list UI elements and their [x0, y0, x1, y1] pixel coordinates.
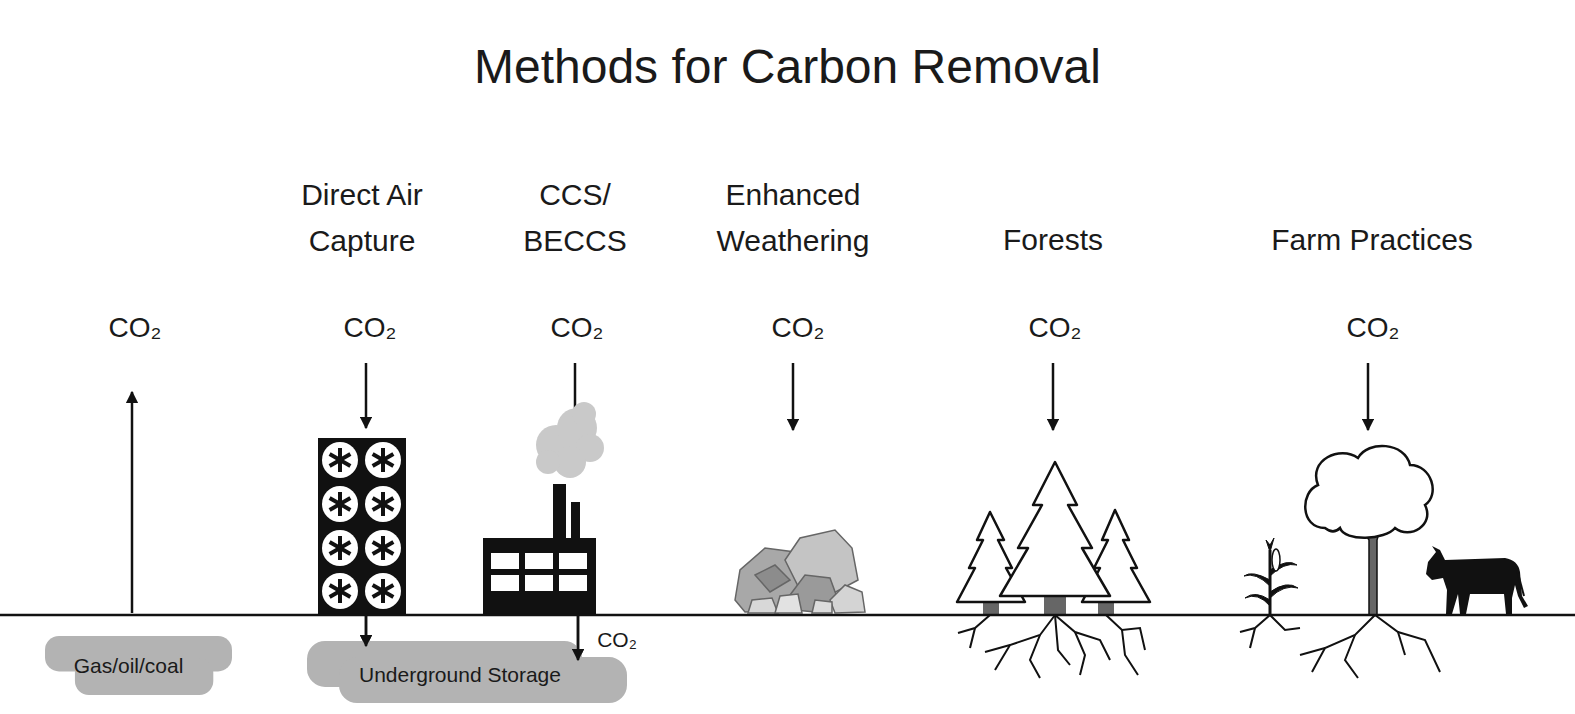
fossil-deposit: Gas/oil/coal — [45, 636, 232, 695]
storage-reservoir: Underground Storage — [307, 641, 627, 703]
co2-label: CO₂ — [1323, 308, 1423, 348]
capture-arrow — [1052, 363, 1055, 430]
flow-arrows — [132, 363, 1368, 613]
ground-line — [0, 614, 1575, 617]
fan-symbol — [322, 530, 358, 566]
roots — [958, 615, 1145, 678]
direct-air-capture-unit — [318, 438, 406, 614]
method-heading: Farm Practices — [1232, 217, 1512, 263]
method-heading: CCS/ BECCS — [515, 172, 635, 264]
fan-symbol — [322, 486, 358, 522]
roots — [1240, 615, 1440, 678]
fan-symbol — [322, 573, 358, 609]
capture-arrow — [1367, 363, 1370, 430]
corn-plant — [1244, 538, 1298, 615]
forest — [957, 462, 1150, 678]
emission-arrow — [131, 392, 134, 613]
capture-arrow — [365, 363, 368, 428]
co2-label: CO₂ — [85, 308, 185, 348]
fan-symbol — [365, 486, 401, 522]
fan-symbol — [365, 530, 401, 566]
capture-arrow — [792, 363, 795, 430]
node-label: Gas/oil/coal — [74, 654, 184, 678]
blob-part — [339, 657, 627, 703]
fan-symbol — [365, 442, 401, 478]
method-heading: Forests — [953, 217, 1153, 263]
co2-label: CO₂ — [587, 626, 647, 654]
diagram-title: Methods for Carbon Removal — [0, 38, 1575, 96]
method-heading: Enhanced Weathering — [698, 172, 888, 264]
co2-label: CO₂ — [748, 308, 848, 348]
smoke-cloud — [536, 402, 604, 478]
farm — [1240, 446, 1528, 678]
co2-label: CO₂ — [1005, 308, 1105, 348]
fan-symbol — [365, 573, 401, 609]
method-heading: Direct Air Capture — [262, 172, 462, 264]
tree-canopy — [1305, 446, 1432, 538]
co2-label: CO₂ — [320, 308, 420, 348]
factory — [483, 402, 604, 614]
co2-label: CO₂ — [527, 308, 627, 348]
fan-symbol — [322, 442, 358, 478]
cow — [1426, 546, 1528, 614]
rocks — [735, 530, 865, 613]
node-label: Underground Storage — [359, 663, 561, 687]
